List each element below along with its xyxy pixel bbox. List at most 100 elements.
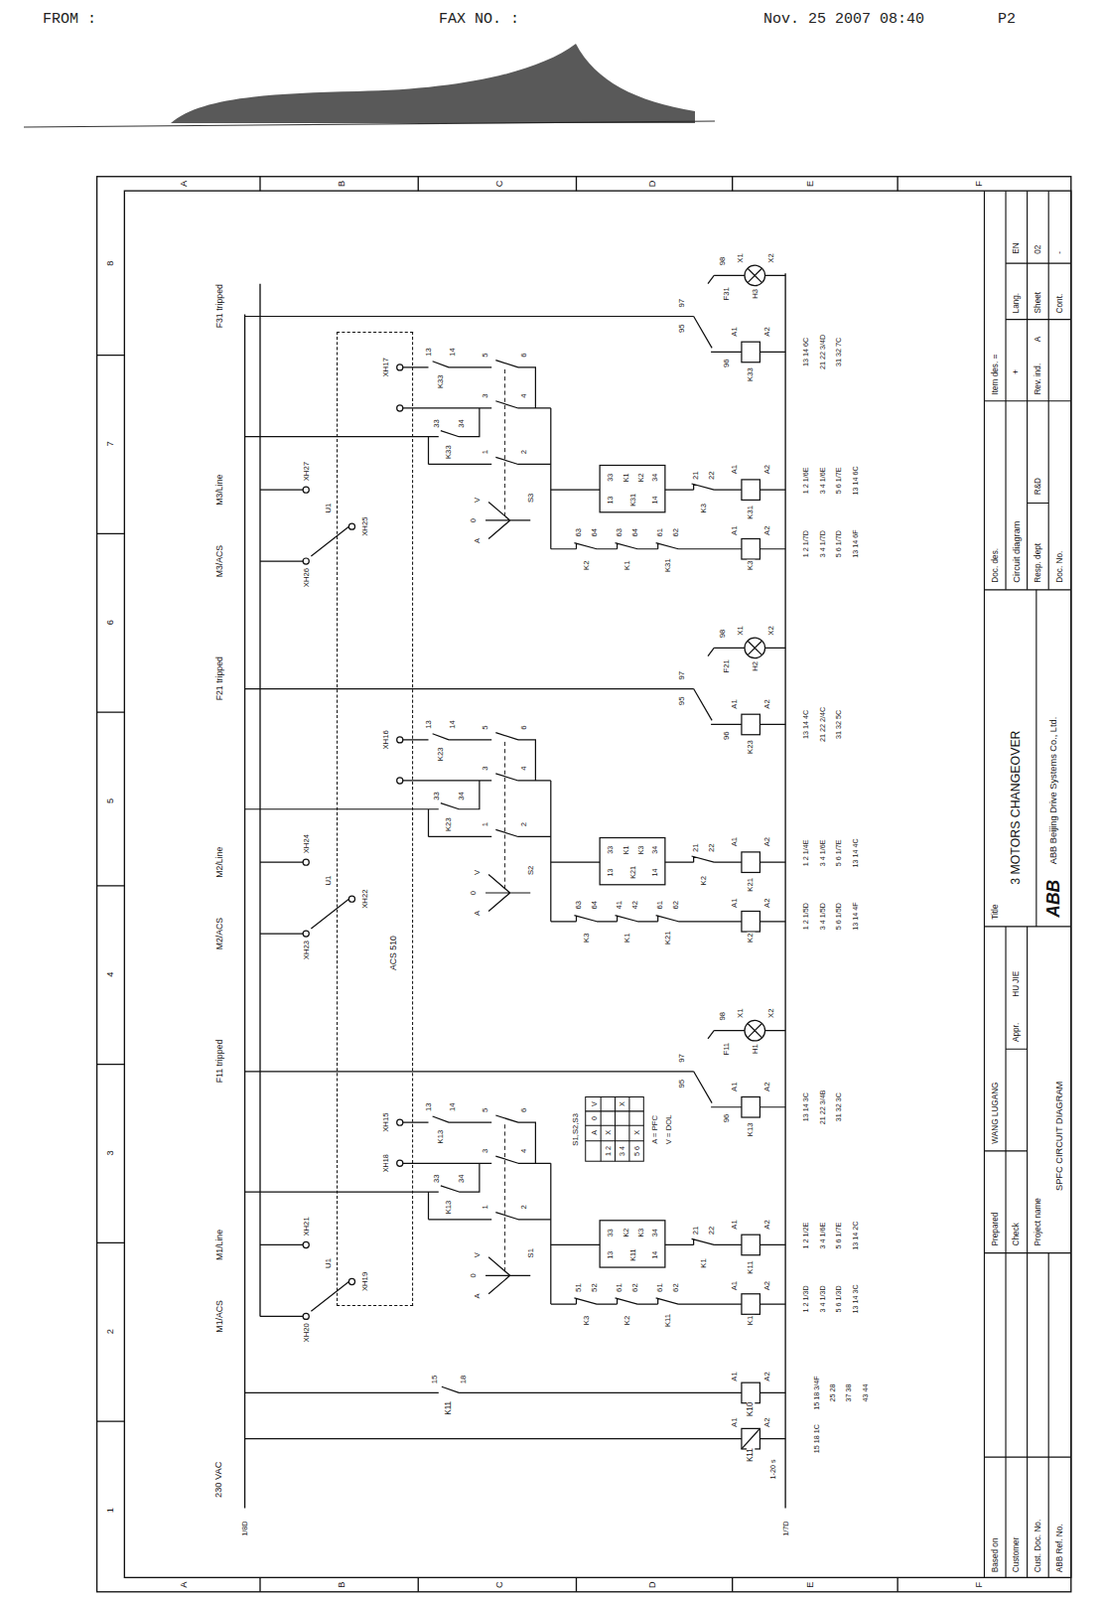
circuit-label: 34 [651, 1227, 659, 1238]
circuit-label: K31 [664, 556, 673, 573]
circuit-label: 14 [651, 494, 659, 505]
circuit-label: A1 [730, 325, 739, 337]
circuit-label: F31 [722, 285, 731, 301]
circuit-label: 96 [722, 1112, 731, 1124]
title-block-text: Check [1012, 1221, 1021, 1246]
circuit-label: X1 [736, 624, 745, 636]
circuit-label: F31 tripped [215, 282, 225, 329]
fax-header: FROM :FAX NO. :Nov. 25 2007 08:40P2 [0, 0, 1104, 40]
circuit-label: A2 [763, 697, 772, 709]
circuit-label: F11 tripped [215, 1038, 225, 1085]
circuit-label: K11 [664, 1312, 673, 1328]
circuit-label: K11 [628, 1247, 636, 1262]
circuit-label: K1 [623, 931, 632, 943]
circuit-label: 3 [481, 1147, 490, 1154]
circuit-label: A [473, 909, 482, 917]
circuit-label: K33 [444, 443, 453, 460]
circuit-label: 95 [677, 1078, 686, 1090]
circuit-label: 97 [677, 297, 686, 309]
circuit-label: A2 [763, 1080, 772, 1092]
circuit-label: 34 [457, 790, 466, 802]
circuit-label: M1/ACS [215, 1298, 225, 1334]
grid-reference: D [648, 1579, 658, 1589]
circuit-label: 13 14 6F [850, 528, 858, 558]
circuit-label: 62 [672, 899, 681, 911]
circuit-label: 4 [520, 1147, 529, 1154]
schematic-label: S1,S2,S3 [571, 1111, 580, 1147]
circuit-label: K33 [746, 366, 755, 383]
grid-reference: 7 [105, 439, 115, 447]
circuit-label: XH17 [382, 356, 391, 378]
circuit-label: U1 [324, 874, 333, 887]
circuit-label: V [473, 868, 482, 876]
circuit-label: 98 [718, 1010, 727, 1022]
circuit-label: A1 [730, 897, 739, 909]
title-block-text: Cust. Doc. No. [1033, 1518, 1042, 1573]
fax-header-text: FAX NO. : [438, 11, 520, 27]
motor-section [245, 1019, 787, 1319]
circuit-label: A [473, 1291, 482, 1299]
circuit-label: S2 [526, 864, 535, 876]
circuit-label: M2/Line [215, 845, 225, 879]
circuit-label: K13 [444, 1199, 453, 1216]
circuit-label: 2 [520, 821, 529, 828]
title-block-text: - [1055, 250, 1064, 256]
circuit-label: A2 [763, 897, 772, 909]
fax-header-text: Nov. 25 2007 08:40 [763, 11, 925, 27]
grid-reference: E [806, 1579, 816, 1588]
circuit-label: 13 14 4C [850, 836, 858, 868]
schematic-label: A [589, 1128, 597, 1136]
circuit-label: XH20 [301, 1321, 310, 1343]
circuit-label: 61 [656, 1281, 665, 1293]
circuit-label: A1 [730, 1279, 739, 1291]
circuit-label: 5 [481, 723, 490, 730]
schematic-label: X [604, 1128, 612, 1136]
circuit-label: 13 14 3C [802, 1091, 810, 1122]
circuit-label: F21 [722, 658, 731, 674]
circuit-label: M3/ACS [215, 544, 225, 579]
circuit-label: K33 [436, 373, 445, 390]
circuit-label: 62 [672, 527, 681, 539]
grid-reference: C [495, 179, 505, 189]
title-block-text: Resp. dept [1033, 542, 1042, 584]
circuit-label: K3 [746, 558, 755, 570]
circuit-label: A1 [730, 1218, 739, 1230]
grid-reference: A [178, 179, 188, 188]
title-block-text: ABB Beijing Drive Systems Co., Ltd. [1049, 715, 1059, 866]
circuit-label: 1 2 1/4E [802, 838, 810, 868]
schematic-label: 1 2 [604, 1144, 612, 1157]
circuit-label: 6 [520, 351, 529, 358]
circuit-label: 3 4 1/7D [819, 529, 827, 558]
selector-table [585, 1096, 645, 1161]
circuit-label: V [473, 496, 482, 504]
circuit-label: XH24 [301, 832, 310, 854]
circuit-label: 1 2 1/3D [802, 1283, 810, 1313]
circuit-label: A2 [763, 463, 772, 475]
circuit-label: 14 [448, 1101, 457, 1112]
schematic-label: A1 [730, 1415, 739, 1427]
circuit-label: 13 14 2C [850, 1220, 858, 1251]
circuit-label: U1 [324, 502, 333, 515]
circuit-label: 5 6 1/7D [834, 529, 842, 558]
circuit-label: 13 [424, 1101, 433, 1112]
circuit-label: K2 [699, 874, 708, 886]
title-block-text: Sheet [1033, 290, 1042, 315]
circuit-label: 14 [651, 1249, 659, 1260]
circuit-label: K3 [637, 843, 645, 855]
circuit-label: 61 [656, 527, 665, 539]
grid-reference: F [974, 179, 984, 188]
circuit-label: 5 6 1/3D [834, 1283, 842, 1313]
schematic-label: 18 [459, 1374, 468, 1385]
circuit-label: 21 22 3/4B [819, 1088, 827, 1125]
circuit-label: K2 [746, 931, 755, 943]
circuit-label: 62 [631, 1281, 640, 1293]
title-block-text: Project name [1033, 1196, 1042, 1246]
circuit-label: 2 [520, 448, 529, 455]
title-block-text: Based on [990, 1535, 999, 1573]
circuit-label: 95 [677, 695, 686, 707]
circuit-label: 5 6 1/7E [834, 838, 842, 868]
circuit-label: 21 22 3/4D [819, 333, 827, 371]
circuit-label: S3 [526, 492, 535, 504]
circuit-label: 95 [677, 323, 686, 335]
schematic-label: A2 [763, 1370, 772, 1381]
